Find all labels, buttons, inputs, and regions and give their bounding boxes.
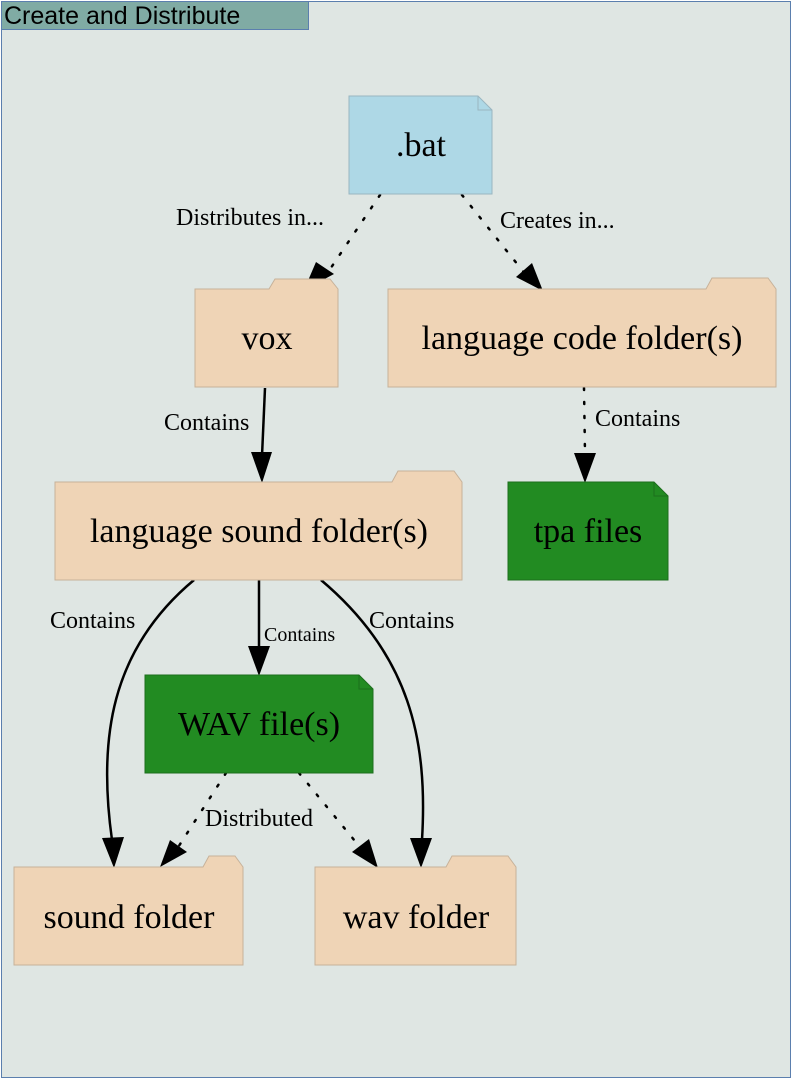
edge-vox-language-sound: Contains <box>164 387 272 483</box>
edge-bat-language-code: Creates in... <box>460 193 615 291</box>
edge-language-sound-sound-folder: Contains <box>50 579 195 868</box>
node-label: tpa files <box>534 513 643 550</box>
folder-icon <box>194 278 339 388</box>
edge-label-creates-in: Creates in... <box>500 208 615 234</box>
diagram-title: Create and Distribute <box>1 1 309 30</box>
edge-language-sound-wav-files: Contains <box>248 580 335 676</box>
node-wav-folder[interactable]: wav folder <box>314 855 517 966</box>
arrowhead <box>248 646 270 676</box>
node-label: .bat <box>396 127 447 164</box>
node-label: WAV file(s) <box>178 706 340 743</box>
arrowhead <box>574 453 596 483</box>
edge-label-contains: Contains <box>264 624 335 646</box>
edge-wav-distributed: Distributed <box>160 771 378 868</box>
node-bat[interactable]: .bat <box>348 95 493 195</box>
edge-label-distributed: Distributed <box>205 806 313 832</box>
folder-icon <box>54 470 463 581</box>
arrowhead <box>102 837 124 868</box>
node-label: language sound folder(s) <box>90 513 428 550</box>
edge-language-sound-wav-folder: Contains <box>320 579 454 868</box>
edge-label-contains: Contains <box>164 410 249 436</box>
arrowhead <box>352 839 378 868</box>
note-icon <box>144 674 374 774</box>
edge-label-contains: Contains <box>50 608 135 634</box>
folder-icon <box>387 277 777 388</box>
arrowhead <box>160 840 187 867</box>
note-icon <box>507 481 669 581</box>
note-icon <box>348 95 493 195</box>
edge-label-distributes-in: Distributes in... <box>176 205 324 231</box>
folder-icon <box>314 855 517 966</box>
folder-icon <box>13 855 244 966</box>
edge-bat-vox: Distributes in... <box>176 193 382 290</box>
arrowhead <box>251 452 272 483</box>
node-label: vox <box>242 320 293 357</box>
node-vox[interactable]: vox <box>194 278 339 388</box>
node-label: sound folder <box>44 899 216 936</box>
node-language-code-folder[interactable]: language code folder(s) <box>387 277 777 388</box>
arrowhead <box>410 838 432 868</box>
edge-label-contains: Contains <box>369 608 454 634</box>
edge-language-code-tpa: Contains <box>574 386 680 483</box>
node-tpa-files[interactable]: tpa files <box>507 481 669 581</box>
arrowhead <box>516 263 543 291</box>
edge-label-contains: Contains <box>595 406 680 432</box>
node-label: language code folder(s) <box>422 320 743 357</box>
node-label: wav folder <box>343 899 490 936</box>
node-sound-folder[interactable]: sound folder <box>13 855 244 966</box>
node-language-sound-folder[interactable]: language sound folder(s) <box>54 470 463 581</box>
node-wav-files[interactable]: WAV file(s) <box>144 674 374 774</box>
